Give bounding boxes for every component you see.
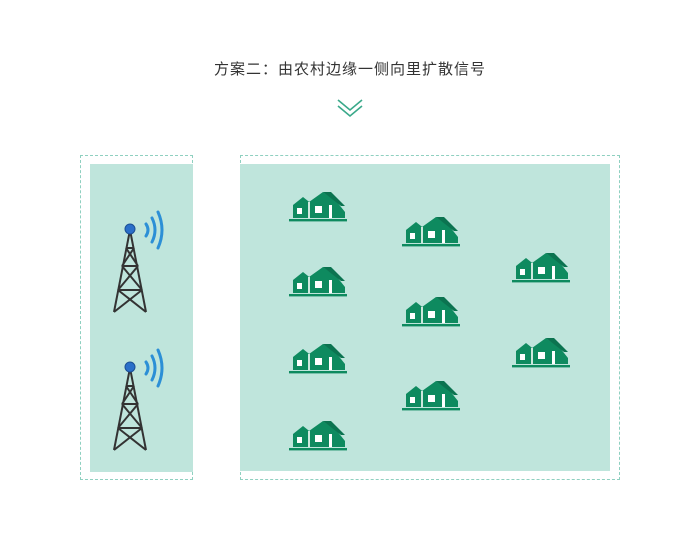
tower-panel <box>90 164 193 472</box>
signal-tower-icon <box>113 210 164 313</box>
house-icon <box>512 252 570 283</box>
house-icon <box>512 337 570 368</box>
house-icon <box>289 191 347 222</box>
house-icon <box>289 420 347 451</box>
chevron-down-icon <box>337 99 363 118</box>
diagram-title: 方案二：由农村边缘一侧向里扩散信号 <box>213 60 486 78</box>
house-icon <box>289 266 347 297</box>
house-icon <box>402 296 460 327</box>
house-icon <box>402 380 460 411</box>
house-icon <box>402 216 460 247</box>
signal-tower-icon <box>113 348 164 451</box>
house-icon <box>289 343 347 374</box>
